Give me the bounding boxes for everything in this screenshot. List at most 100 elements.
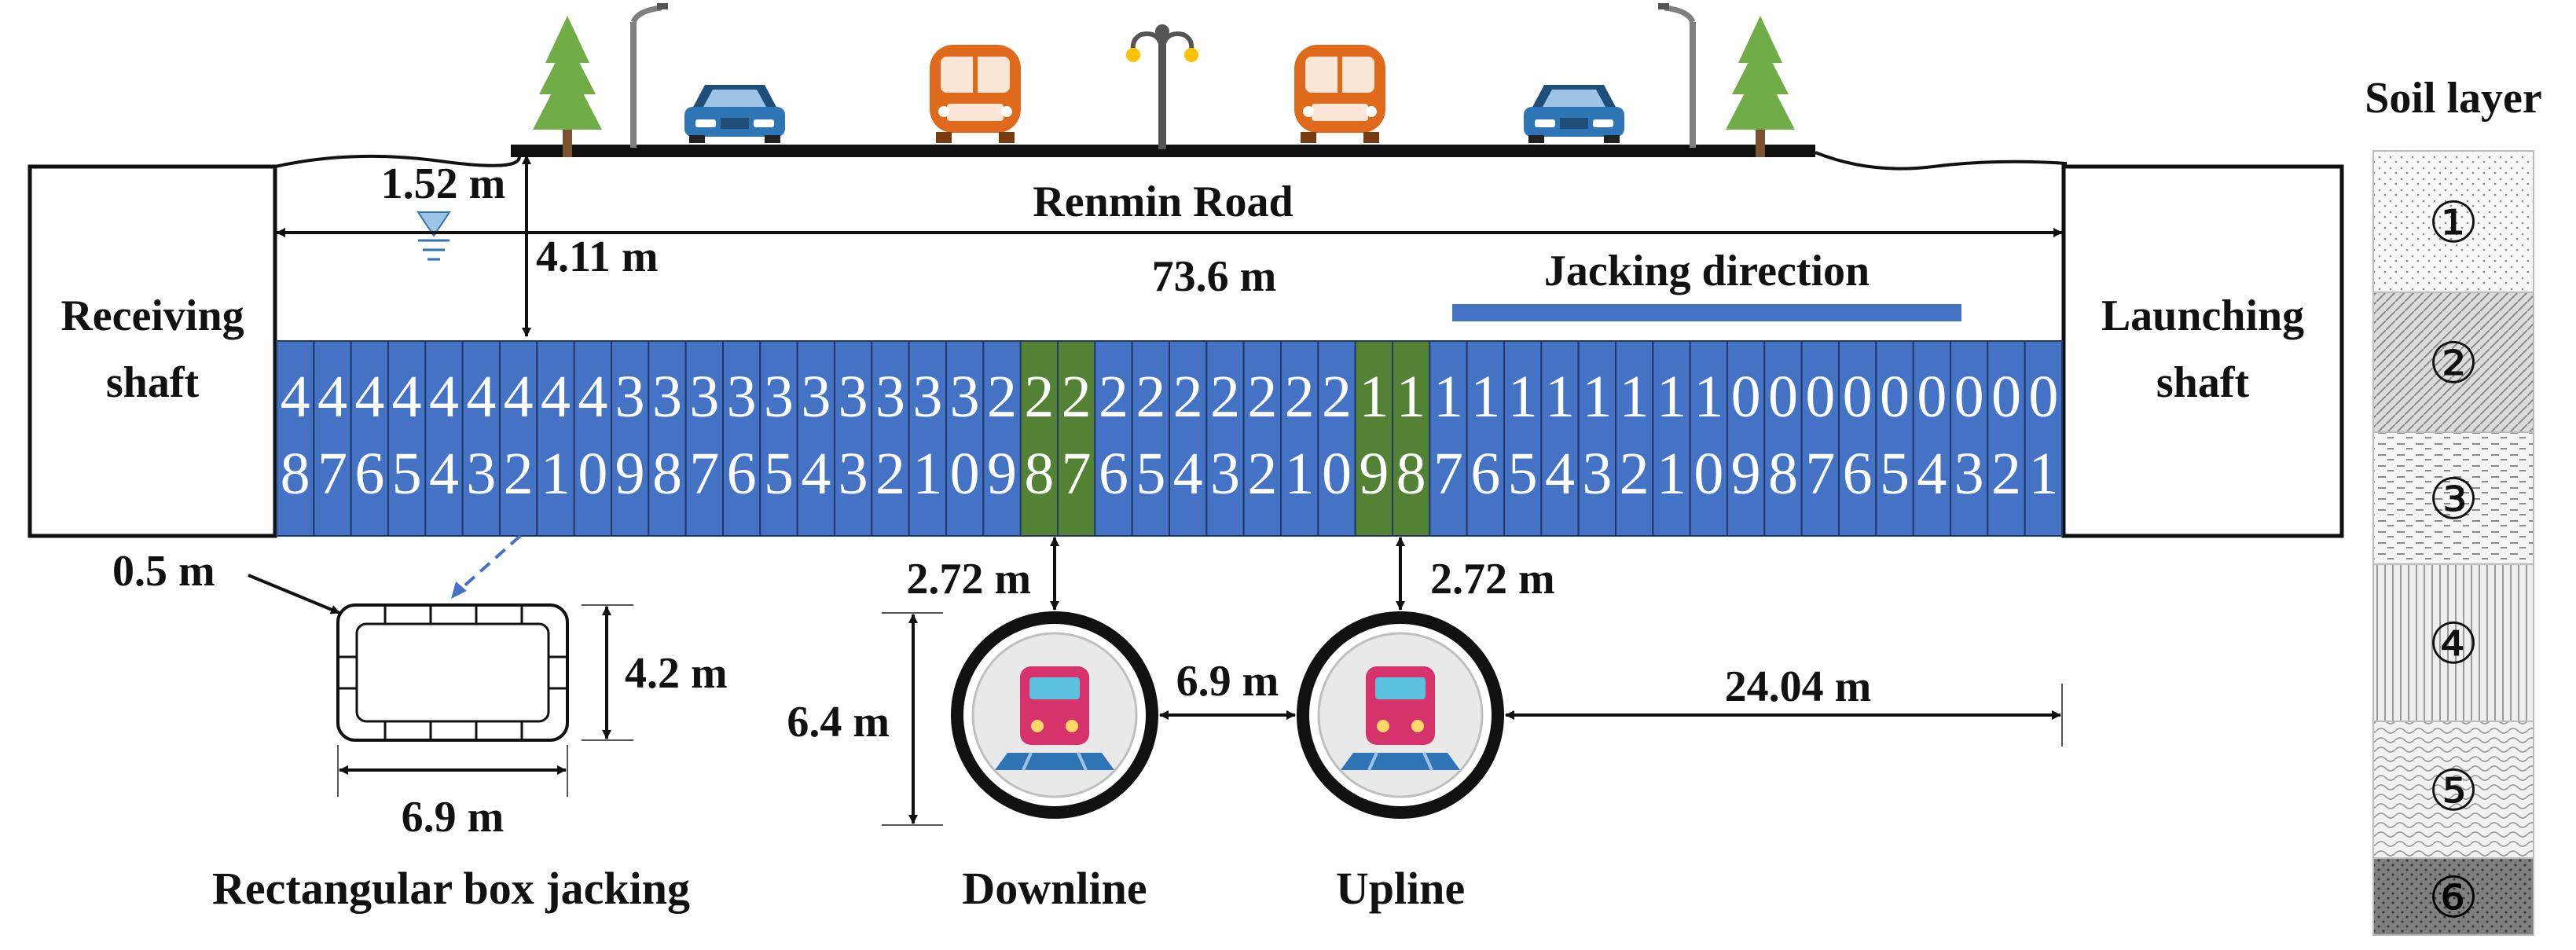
segment-4 xyxy=(1912,340,1952,537)
segment-14-digit: 4 xyxy=(1545,441,1575,507)
segment-48-digit: 8 xyxy=(281,441,310,507)
segment-17 xyxy=(1429,340,1468,537)
car-icon xyxy=(684,85,785,143)
segment-22-digit: 2 xyxy=(1247,364,1277,430)
street-lamp-icon xyxy=(1126,24,1198,149)
segment-43-digit: 3 xyxy=(466,441,496,507)
segment-30-digit: 3 xyxy=(950,364,980,430)
segment-24-digit: 4 xyxy=(1173,441,1203,507)
segment-46-digit: 6 xyxy=(354,441,384,507)
receiving-shaft-label: Receiving xyxy=(61,292,244,340)
segment-38-digit: 3 xyxy=(652,364,682,430)
box-cross-section xyxy=(336,603,569,742)
segment-42 xyxy=(499,340,538,537)
segment-45-digit: 4 xyxy=(392,364,422,430)
box-height-ticks xyxy=(582,604,633,741)
segment-18-digit: 1 xyxy=(1396,364,1426,430)
segment-48 xyxy=(276,340,315,537)
segment-4-digit: 0 xyxy=(1917,364,1947,430)
segment-32-digit: 2 xyxy=(875,441,905,507)
segment-21 xyxy=(1280,340,1319,537)
segment-46-digit: 4 xyxy=(354,364,384,430)
segment-38 xyxy=(648,340,687,537)
soil-layer-2-label: ② xyxy=(2428,330,2479,396)
clearance-upline-label: 2.72 m xyxy=(1430,555,1555,603)
segment-20-digit: 0 xyxy=(1322,441,1352,507)
segment-38-digit: 8 xyxy=(652,441,682,507)
segment-31-digit: 3 xyxy=(912,364,942,430)
segment-26-digit: 2 xyxy=(1099,364,1128,430)
segment-19-digit: 1 xyxy=(1359,364,1389,430)
segment-6-digit: 6 xyxy=(1843,441,1873,507)
launching-shaft-label: shaft xyxy=(2156,358,2250,407)
tunnel-diameter-ticks xyxy=(882,612,943,826)
segment-40 xyxy=(573,340,613,537)
segment-19 xyxy=(1354,340,1393,537)
tunnel-spacing-label: 6.9 m xyxy=(1176,657,1279,706)
segment-34-digit: 4 xyxy=(801,441,831,507)
jacking-direction-label: Jacking direction xyxy=(1544,247,1870,295)
upline-tunnel-icon xyxy=(1295,610,1506,820)
segment-17-digit: 1 xyxy=(1433,364,1463,430)
clearance-downline-label: 2.72 m xyxy=(906,555,1031,603)
segment-16-digit: 1 xyxy=(1470,364,1500,430)
segment-4-digit: 4 xyxy=(1917,441,1947,507)
segment-23-digit: 2 xyxy=(1210,364,1240,430)
segment-24 xyxy=(1169,340,1208,537)
tree-icon xyxy=(533,16,602,157)
wall-thickness-arrow xyxy=(248,574,340,614)
segment-13-digit: 3 xyxy=(1582,441,1612,507)
segment-10-digit: 1 xyxy=(1693,364,1723,430)
segment-13-digit: 1 xyxy=(1582,364,1612,430)
soil-layer-6 xyxy=(2372,857,2534,936)
segment-44-digit: 4 xyxy=(429,441,459,507)
segment-47-digit: 7 xyxy=(317,441,347,507)
segment-32 xyxy=(871,340,910,537)
segment-23 xyxy=(1205,340,1245,537)
total-length-label: 73.6 m xyxy=(1152,252,1277,301)
segment-31 xyxy=(908,340,947,537)
receiving-shaft xyxy=(28,164,277,538)
segment-29 xyxy=(982,340,1022,537)
segment-17-digit: 7 xyxy=(1433,441,1463,507)
segment-37-digit: 3 xyxy=(689,364,719,430)
segment-2-digit: 2 xyxy=(1991,441,2021,507)
segment-7 xyxy=(1800,340,1840,537)
segment-26 xyxy=(1094,340,1133,537)
soil-layer-5 xyxy=(2372,721,2534,859)
segment-45-digit: 5 xyxy=(392,441,422,507)
section-pointer-head xyxy=(451,581,467,599)
segment-22 xyxy=(1242,340,1282,537)
segment-22-digit: 2 xyxy=(1247,441,1277,507)
segment-44-digit: 4 xyxy=(429,364,459,430)
segment-5-digit: 0 xyxy=(1880,364,1910,430)
segment-31-digit: 1 xyxy=(912,441,942,507)
segment-15-digit: 1 xyxy=(1508,364,1538,430)
segment-25 xyxy=(1131,340,1170,537)
segment-18-digit: 8 xyxy=(1396,441,1426,507)
segment-16-digit: 6 xyxy=(1470,441,1500,507)
segment-35-digit: 3 xyxy=(764,364,794,430)
soil-layer-1-label: ① xyxy=(2428,189,2479,255)
segment-25-digit: 2 xyxy=(1136,364,1165,430)
water-depth-label: 1.52 m xyxy=(381,160,506,208)
segment-9-digit: 0 xyxy=(1731,364,1761,430)
segment-5 xyxy=(1875,340,1914,537)
segment-9-digit: 9 xyxy=(1731,441,1761,507)
box-section-title: Rectangular box jacking xyxy=(212,863,690,914)
segment-41-digit: 1 xyxy=(541,441,571,507)
soil-layer-3 xyxy=(2372,431,2534,565)
cover-depth-label: 4.11 m xyxy=(536,233,659,281)
segment-25-digit: 5 xyxy=(1136,441,1165,507)
segment-42-digit: 4 xyxy=(504,364,534,430)
segment-27-digit: 2 xyxy=(1062,364,1092,430)
segment-21-digit: 2 xyxy=(1285,364,1315,430)
segment-47 xyxy=(313,340,352,537)
segment-1-digit: 0 xyxy=(2028,364,2058,430)
downline-label: Downline xyxy=(962,863,1147,914)
downline-tunnel-icon xyxy=(949,610,1160,820)
launching-shaft-label: Launching xyxy=(2101,292,2304,340)
segment-29-digit: 2 xyxy=(987,364,1017,430)
segment-6 xyxy=(1838,340,1877,537)
upline-to-shaft-label: 24.04 m xyxy=(1725,662,1872,711)
